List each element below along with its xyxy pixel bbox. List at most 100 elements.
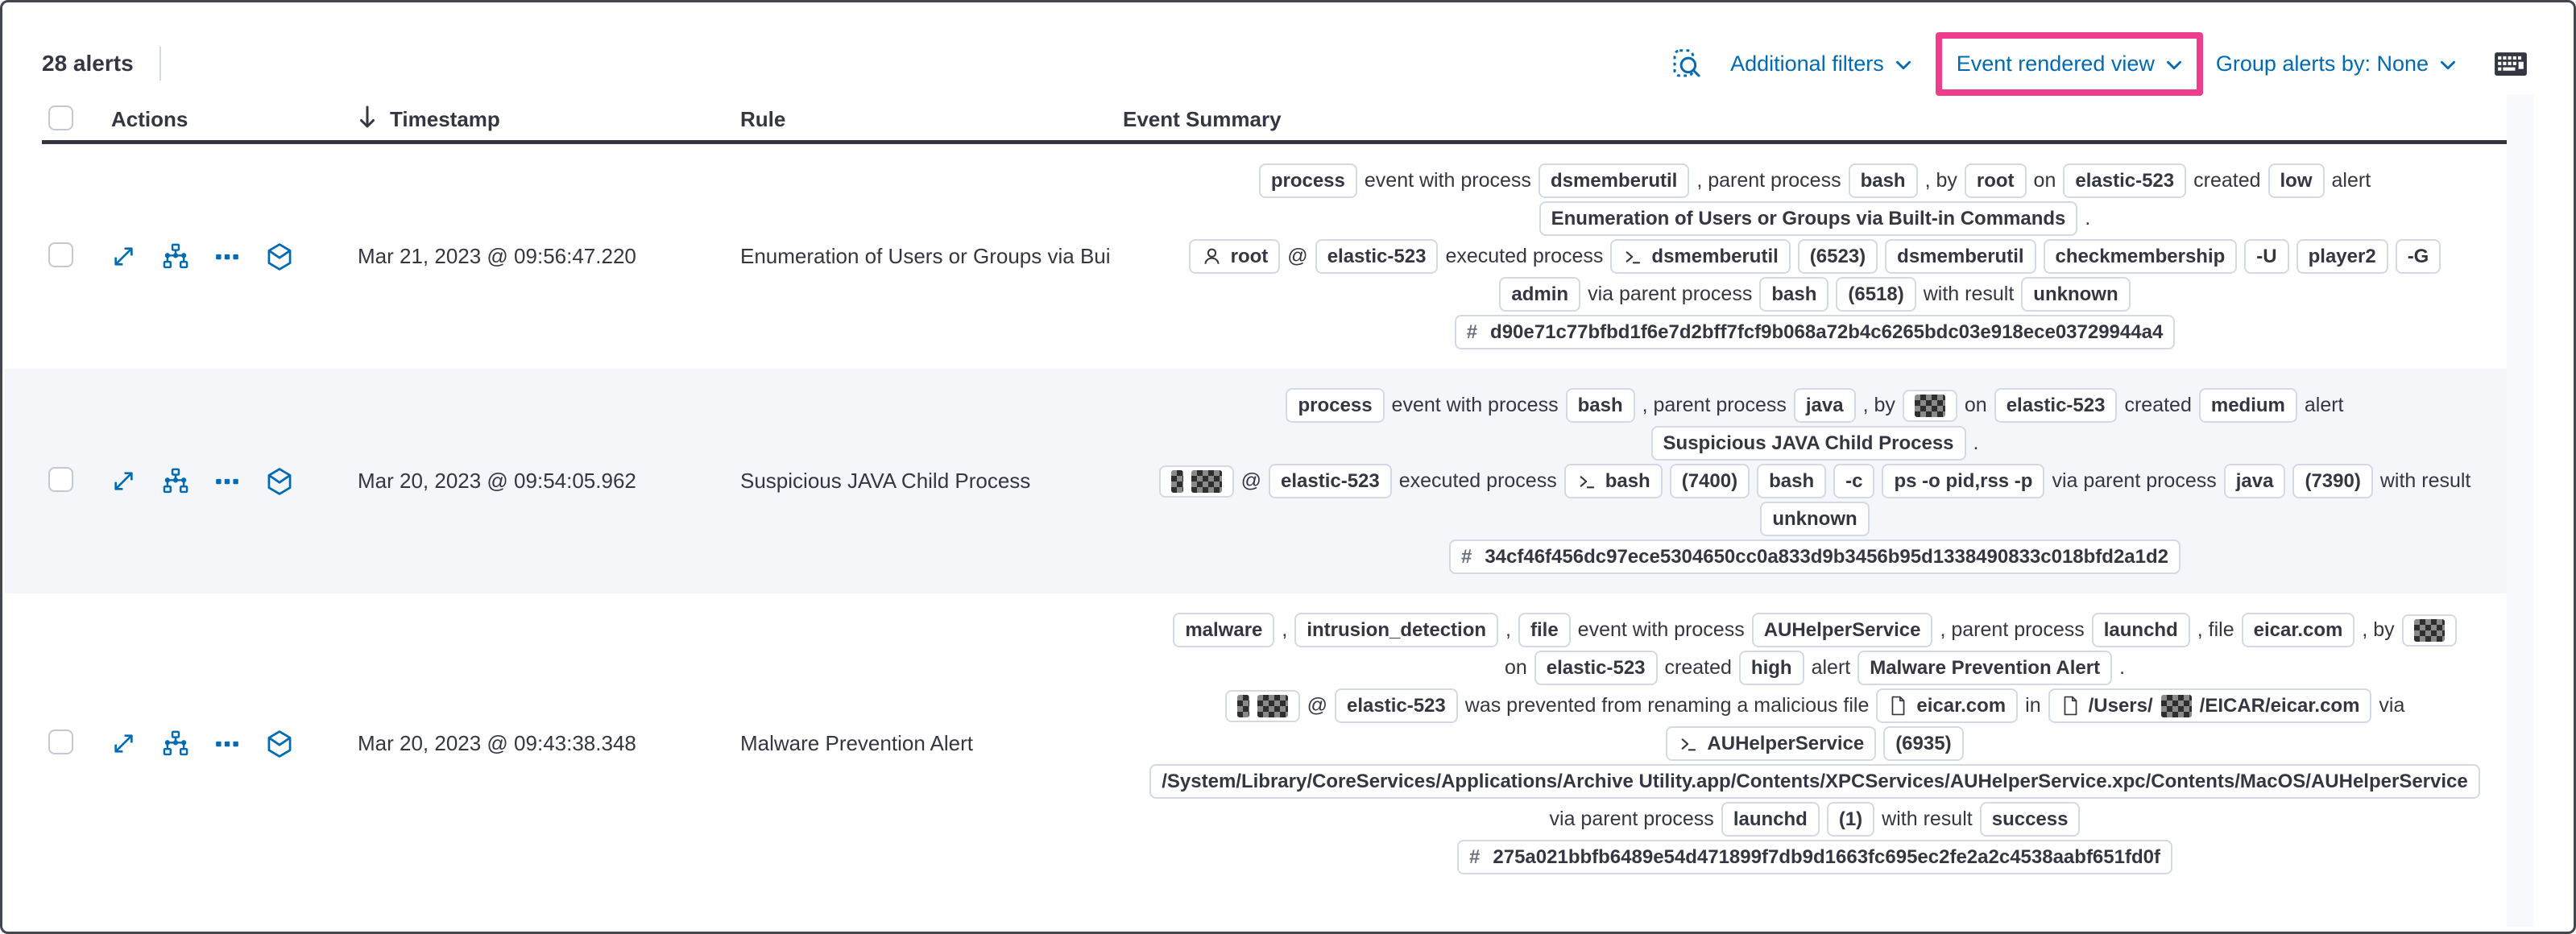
toolbar-divider [159,47,161,81]
open-session-view-icon[interactable] [264,242,295,272]
summary-badge[interactable]: (6935) [1883,725,1964,762]
summary-badge[interactable]: #34cf46f456dc97ece5304650cc0a833d9b3456b… [1448,539,2181,575]
badge-text: (6518) [1848,283,1904,305]
vertical-scrollbar-track[interactable] [2507,94,2533,927]
summary-badge[interactable]: (1) [1826,801,1875,837]
summary-text: executed process [1398,469,1557,492]
summary-badge[interactable]: java [1793,387,1856,424]
open-session-view-icon[interactable] [264,729,295,759]
summary-badge[interactable]: elastic-523 [1994,387,2118,424]
expand-alert-details-icon[interactable] [110,467,138,495]
summary-badge[interactable]: malware [1173,612,1275,648]
summary-badge[interactable]: -G [2395,238,2441,275]
summary-badge[interactable] [1224,689,1300,722]
summary-badge[interactable]: AUHelperService [1666,725,1877,762]
summary-badge[interactable]: checkmembership [2043,238,2238,275]
badge-text: elastic-523 [1280,469,1380,492]
more-actions-icon[interactable] [213,243,241,271]
summary-badge[interactable]: launchd [1721,801,1820,837]
summary-badge[interactable]: intrusion_detection [1294,612,1499,648]
more-actions-icon[interactable] [213,730,241,758]
summary-badge[interactable]: dsmemberutil [1538,163,1690,199]
redacted-value [2413,618,2445,642]
group-alerts-by-button[interactable]: Group alerts by: None [2216,52,2456,76]
row-checkbox[interactable] [48,466,73,492]
summary-text: was prevented from renaming a malicious … [1464,694,1870,717]
summary-badge[interactable]: admin [1499,276,1581,312]
summary-badge[interactable]: success [1979,801,2081,837]
summary-badge[interactable]: file [1518,612,1571,648]
summary-text: , by [1924,169,1957,192]
summary-badge[interactable]: elastic-523 [1534,650,1658,686]
summary-badge[interactable]: /System/Library/CoreServices/Application… [1149,763,2480,800]
summary-text: . [2119,656,2126,679]
summary-badge[interactable]: #d90e71c77bfbd1f6e7d2bff7fcf9b068a72b4c6… [1454,314,2176,350]
summary-badge[interactable]: process [1258,163,1357,199]
summary-badge[interactable] [1158,465,1234,498]
summary-badge[interactable]: unknown [2021,276,2131,312]
toolbar-controls: Additional filters Event rendered view G… [1671,31,2528,96]
summary-badge[interactable]: medium [2198,387,2297,424]
expand-alert-details-icon[interactable] [110,729,138,758]
row-checkbox[interactable] [48,729,73,754]
open-session-view-icon[interactable] [264,466,295,497]
summary-badge[interactable] [1902,389,1957,422]
header-timestamp[interactable]: Timestamp [358,105,740,134]
summary-badge[interactable]: dsmemberutil [1885,238,2036,275]
summary-badge[interactable]: dsmemberutil [1610,238,1791,275]
summary-badge[interactable]: bash [1565,387,1635,424]
summary-badge[interactable] [2401,614,2457,647]
summary-badge[interactable]: #275a021bbfb6489e54d471899f7db9d1663fc69… [1457,839,2172,875]
summary-badge[interactable]: root [1964,163,2027,199]
analyze-event-icon[interactable] [161,467,190,496]
summary-badge[interactable]: eicar.com [2241,612,2355,648]
summary-badge[interactable]: bash [1757,463,1827,499]
summary-badge[interactable]: /Users//EICAR/eicar.com [2048,688,2372,724]
summary-badge[interactable]: root [1188,238,1281,275]
expand-alert-details-icon[interactable] [110,242,138,271]
summary-badge[interactable]: Malware Prevention Alert [1857,650,2113,686]
inspect-search-icon[interactable] [1671,48,1703,80]
summary-badge[interactable]: (7400) [1669,463,1750,499]
summary-badge[interactable]: ps -o pid,rss -p [1882,463,2045,499]
summary-badge[interactable]: -c [1833,463,1875,499]
analyze-event-icon[interactable] [161,729,190,758]
group-alerts-by-label: Group alerts by: None [2215,51,2429,76]
summary-badge[interactable]: high [1738,650,1804,686]
summary-badge[interactable]: bash [1848,163,1918,199]
summary-badge[interactable]: bash [1563,463,1663,499]
keyboard-shortcuts-icon[interactable] [2493,51,2528,77]
summary-badge[interactable]: player2 [2296,238,2388,275]
summary-badge[interactable]: Suspicious JAVA Child Process [1650,425,1966,461]
additional-filters-button[interactable]: Additional filters [1730,52,1911,76]
summary-badge[interactable]: java [2223,463,2286,499]
table-header-row: Actions Timestamp Rule Event Summary [42,99,2512,144]
summary-badge[interactable]: bash [1759,276,1829,312]
summary-badge[interactable]: elastic-523 [2063,163,2187,199]
event-rendered-view-selector[interactable]: Event rendered view [1957,52,2182,76]
summary-badge[interactable]: unknown [1760,501,1870,537]
summary-badge[interactable]: AUHelperService [1751,612,1933,648]
badge-text: dsmemberutil [1897,245,2024,267]
analyze-event-icon[interactable] [161,242,190,271]
badge-text: bash [1860,169,1906,192]
summary-badge[interactable]: eicar.com [1876,688,2019,724]
summary-badge[interactable]: elastic-523 [1335,688,1458,724]
summary-badge[interactable]: low [2267,163,2325,199]
summary-badge[interactable]: Enumeration of Users or Groups via Built… [1539,200,2078,237]
summary-badge[interactable]: launchd [2091,612,2190,648]
summary-badge[interactable]: (6523) [1797,238,1878,275]
summary-badge[interactable]: elastic-523 [1268,463,1392,499]
summary-badge[interactable]: elastic-523 [1315,238,1439,275]
select-all-checkbox[interactable] [48,105,73,130]
summary-badge[interactable]: (6518) [1836,276,1916,312]
summary-badge[interactable]: (7390) [2292,463,2373,499]
more-actions-icon[interactable] [213,468,241,495]
summary-badge[interactable]: process [1286,387,1385,424]
row-checkbox[interactable] [48,242,73,267]
summary-badge[interactable]: -U [2244,238,2289,275]
